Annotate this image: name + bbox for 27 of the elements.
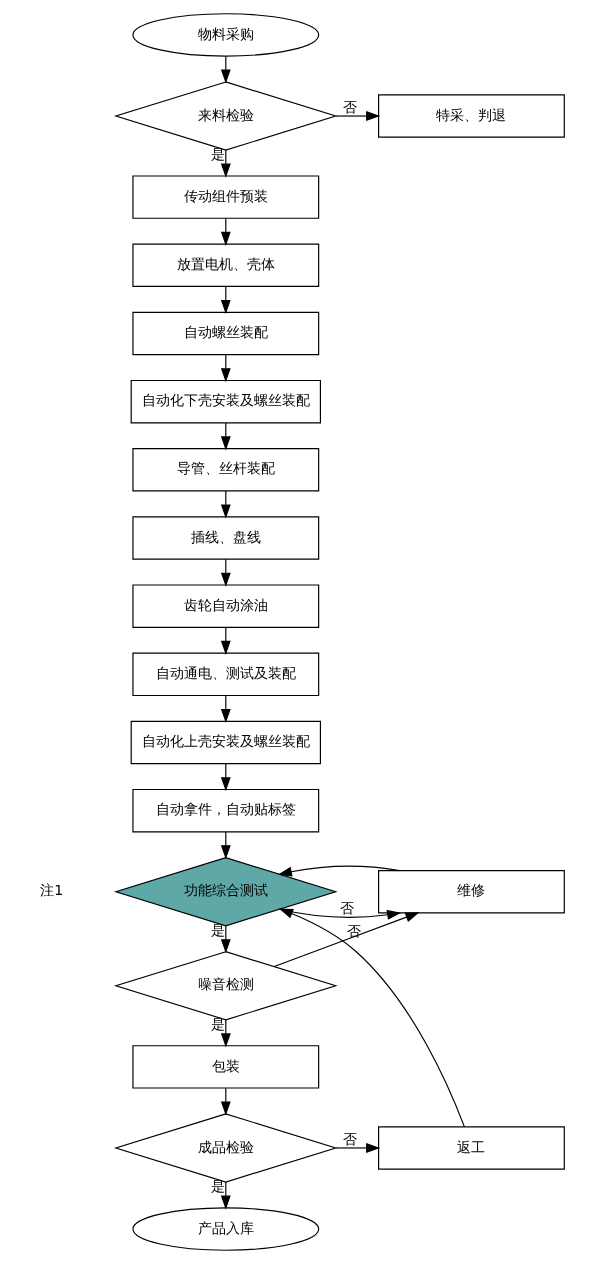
node-label: 注1 <box>39 882 63 899</box>
arrow <box>335 111 380 121</box>
arrow <box>273 912 419 968</box>
node-box: 自动化下壳安装及螺丝装配 <box>130 379 321 424</box>
edge-label: 否 <box>342 99 357 116</box>
node-box: 返工 <box>377 1126 565 1170</box>
node-ellipse: 物料采购 <box>131 13 319 57</box>
node-box: 特采、判退 <box>377 94 565 138</box>
node-box: 自动拿件，自动贴标签 <box>131 788 319 833</box>
node-box: 自动通电、测试及装配 <box>131 652 319 697</box>
node-box: 齿轮自动涂油 <box>131 584 319 628</box>
node-box: 导管、丝杆装配 <box>131 448 319 492</box>
edge-label: 否 <box>339 900 354 917</box>
arrow <box>335 1143 380 1153</box>
arrow <box>278 908 401 920</box>
node-box: 插线、盘线 <box>131 516 319 560</box>
node-box: 包装 <box>131 1045 319 1089</box>
node-box: 放置电机、壳体 <box>131 243 319 288</box>
arrow <box>278 908 465 1128</box>
arrow <box>277 865 400 877</box>
node-box: 维修 <box>377 870 565 914</box>
node-box: 传动组件预装 <box>131 175 319 219</box>
edge-label: 否 <box>346 922 361 939</box>
node-box: 自动化上壳安装及螺丝装配 <box>130 720 321 765</box>
node-box: 自动螺丝装配 <box>131 311 319 356</box>
edge-label: 否 <box>342 1130 357 1147</box>
node-ellipse: 产品入库 <box>131 1207 319 1251</box>
